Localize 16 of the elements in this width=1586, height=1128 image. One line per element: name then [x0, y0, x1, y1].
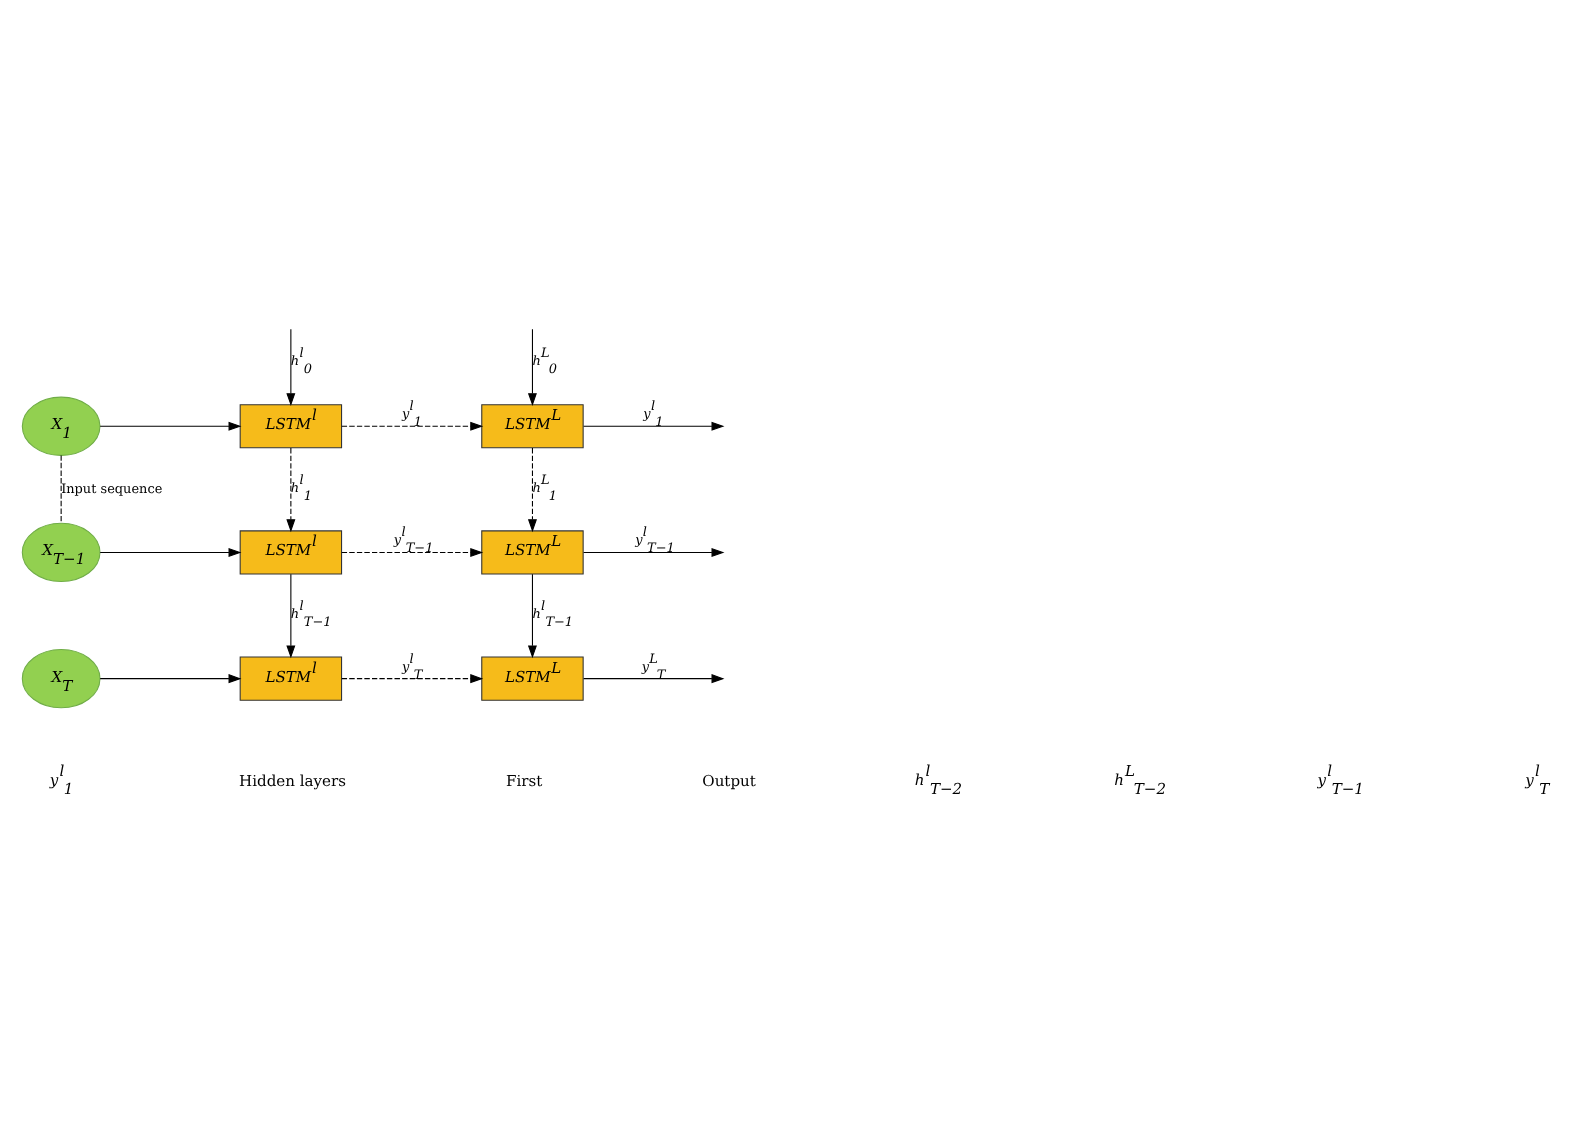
arrow — [98, 546, 241, 556]
arrow — [340, 673, 483, 683]
arrow — [285, 572, 295, 658]
arrow — [582, 546, 724, 556]
arrow — [526, 572, 536, 658]
arrow — [340, 546, 483, 556]
arrow — [582, 673, 724, 683]
arrow — [526, 446, 536, 532]
arrow — [526, 327, 536, 406]
arrow — [582, 420, 724, 430]
arrow — [285, 327, 295, 406]
arrow — [98, 420, 241, 430]
arrow — [340, 420, 483, 430]
arrow — [98, 673, 241, 683]
connector — [59, 453, 61, 523]
arrow — [285, 446, 295, 532]
